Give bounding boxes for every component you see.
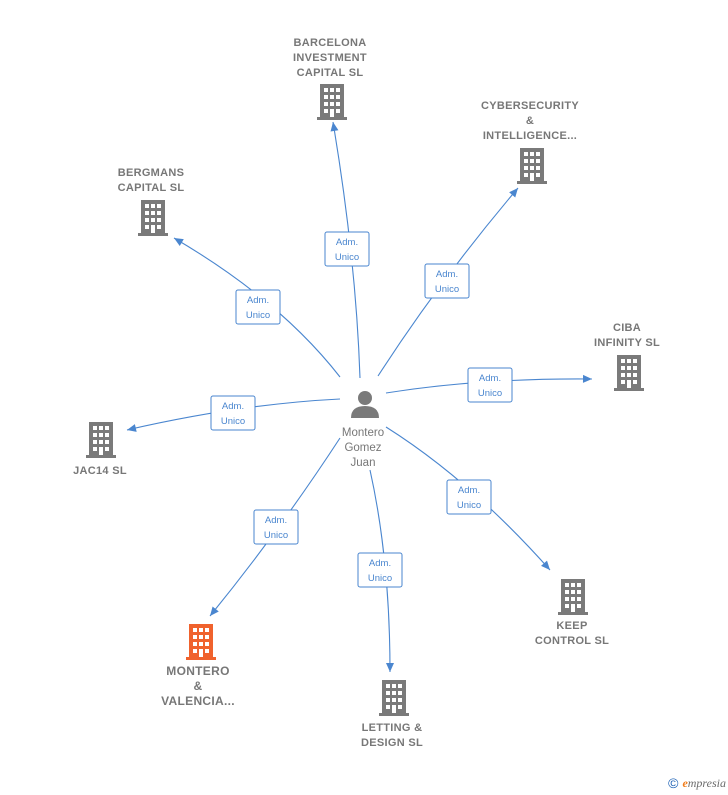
relation-text: Unico bbox=[457, 500, 481, 511]
building-icon bbox=[86, 422, 116, 458]
relation-badge-letting[interactable]: Adm. Unico bbox=[357, 552, 403, 588]
building-icon bbox=[138, 200, 168, 236]
relation-text: Adm. bbox=[436, 269, 458, 280]
relation-text: Unico bbox=[246, 310, 270, 321]
building-icon bbox=[186, 624, 216, 660]
company-node-cybersecurity[interactable]: CYBERSECURITY & INTELLIGENCE... bbox=[481, 100, 579, 184]
arrowhead-montero bbox=[210, 606, 219, 616]
building-icon bbox=[517, 148, 547, 184]
building-icon bbox=[317, 84, 347, 120]
relation-badge-montero[interactable]: Adm. Unico bbox=[253, 509, 299, 545]
relation-text: Adm. bbox=[458, 485, 480, 496]
relation-text: Unico bbox=[221, 416, 245, 427]
relation-text: Adm. bbox=[222, 401, 244, 412]
arrowhead-jac14 bbox=[127, 424, 137, 432]
person-label: Montero bbox=[342, 427, 384, 439]
relation-badge-jac14[interactable]: Adm. Unico bbox=[210, 395, 256, 431]
building-icon bbox=[614, 355, 644, 391]
company-label: LETTING & bbox=[362, 722, 423, 734]
arrowhead-cybersecurity bbox=[509, 188, 518, 198]
relation-text: Adm. bbox=[369, 558, 391, 569]
company-label: CONTROL SL bbox=[535, 635, 609, 647]
relation-text: Unico bbox=[435, 284, 459, 295]
footer-brand: © empresia bbox=[668, 775, 726, 791]
person-label: Gomez bbox=[344, 442, 381, 454]
relation-badge-bergmans[interactable]: Adm. Unico bbox=[235, 289, 281, 325]
relation-text: Unico bbox=[264, 530, 288, 541]
company-node-keep[interactable]: KEEP CONTROL SL bbox=[535, 579, 609, 647]
company-label: & bbox=[526, 115, 534, 127]
company-label: MONTERO bbox=[166, 664, 229, 678]
copyright-icon: © bbox=[668, 775, 679, 791]
company-label: & bbox=[194, 679, 203, 693]
relation-badge-cybersecurity[interactable]: Adm. Unico bbox=[424, 263, 470, 299]
company-label: CAPITAL SL bbox=[297, 67, 364, 79]
company-label: KEEP bbox=[556, 620, 587, 632]
brand-logo: empresia bbox=[682, 775, 726, 790]
arrowhead-letting bbox=[386, 663, 394, 672]
company-node-bergmans[interactable]: BERGMANS CAPITAL SL bbox=[118, 167, 185, 236]
company-label: INTELLIGENCE... bbox=[483, 130, 577, 142]
relation-text: Adm. bbox=[479, 373, 501, 384]
company-node-ciba[interactable]: CIBA INFINITY SL bbox=[594, 322, 660, 391]
relation-text: Unico bbox=[478, 388, 502, 399]
company-label: DESIGN SL bbox=[361, 737, 423, 749]
company-node-letting[interactable]: LETTING & DESIGN SL bbox=[361, 680, 423, 749]
company-label: INVESTMENT bbox=[293, 52, 367, 64]
arrowhead-ciba bbox=[582, 374, 592, 383]
arrowhead-bergmans bbox=[174, 238, 184, 246]
relation-text: Unico bbox=[335, 252, 359, 263]
company-label: BARCELONA bbox=[294, 37, 367, 49]
relation-badge-keep[interactable]: Adm. Unico bbox=[446, 479, 492, 515]
company-label: VALENCIA... bbox=[161, 694, 235, 708]
relation-badge-ciba[interactable]: Adm. Unico bbox=[467, 367, 513, 403]
company-label: BERGMANS bbox=[118, 167, 185, 179]
company-node-barcelona[interactable]: BARCELONA INVESTMENT CAPITAL SL bbox=[293, 37, 367, 120]
arrowhead-barcelona bbox=[330, 122, 339, 132]
company-label: JAC14 SL bbox=[73, 465, 127, 477]
person-label: Juan bbox=[351, 457, 376, 469]
company-label: CIBA bbox=[613, 322, 641, 334]
relation-text: Unico bbox=[368, 573, 392, 584]
company-label: CAPITAL SL bbox=[118, 182, 185, 194]
company-node-montero[interactable]: MONTERO&VALENCIA... bbox=[161, 624, 235, 708]
relation-badge-barcelona[interactable]: Adm. Unico bbox=[324, 231, 370, 267]
company-label: INFINITY SL bbox=[594, 337, 660, 349]
company-label: CYBERSECURITY bbox=[481, 100, 579, 112]
building-icon bbox=[558, 579, 588, 615]
relation-text: Adm. bbox=[265, 515, 287, 526]
arrowhead-keep bbox=[541, 560, 550, 570]
person-icon bbox=[351, 391, 379, 418]
relation-text: Adm. bbox=[336, 237, 358, 248]
relation-text: Adm. bbox=[247, 295, 269, 306]
company-node-jac14[interactable]: JAC14 SL bbox=[73, 422, 127, 477]
building-icon bbox=[379, 680, 409, 716]
